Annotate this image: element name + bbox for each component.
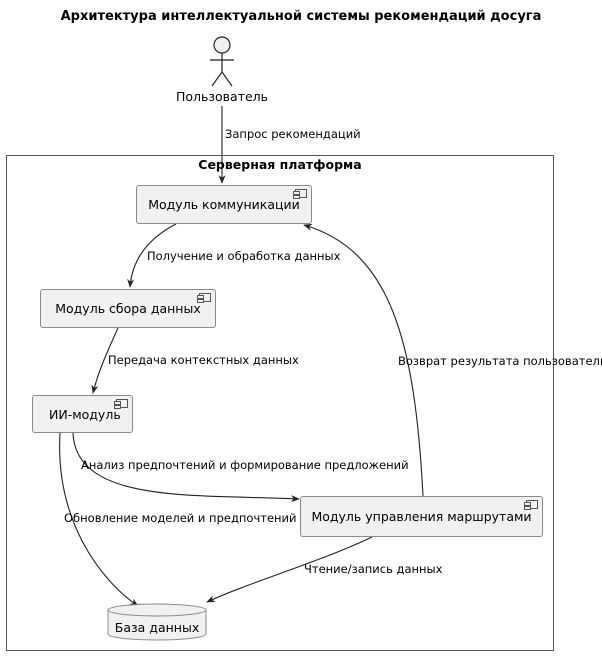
server-platform-title: Серверная платформа	[198, 157, 362, 172]
node-label: Модуль коммуникации	[148, 197, 300, 212]
actor-icon	[210, 36, 234, 87]
component-icon	[114, 399, 128, 409]
node-label: ИИ-модуль	[49, 406, 121, 422]
node-label: Модуль сбора данных	[55, 301, 201, 316]
edge-label-return: Возврат результата пользователю	[398, 354, 602, 368]
node-data-collection-module[interactable]: Модуль сбора данных	[40, 289, 216, 328]
edge-label-analysis: Анализ предпочтений и формирование предл…	[81, 458, 409, 472]
edge-label-request: Запрос рекомендаций	[225, 127, 361, 141]
edge-return	[303, 223, 424, 497]
edge-receive	[127, 223, 177, 288]
component-icon	[524, 500, 538, 510]
edge-context	[91, 327, 119, 394]
edge-label-receive: Получение и обработка данных	[147, 249, 341, 263]
edge-update	[59, 432, 139, 607]
edge-label-readwrite: Чтение/запись данных	[304, 562, 443, 576]
component-icon	[293, 189, 307, 199]
node-label: Модуль управления маршрутами	[311, 509, 532, 524]
edge-analysis	[72, 432, 300, 503]
node-route-management-module[interactable]: Модуль управления маршрутами	[300, 496, 543, 537]
server-platform-frame	[6, 155, 554, 651]
database-label: База данных	[114, 620, 200, 635]
node-ai-module[interactable]: ИИ-модуль	[32, 395, 133, 433]
actor-label: Пользователь	[175, 89, 269, 104]
edge-readwrite	[206, 536, 373, 603]
component-icon	[197, 293, 211, 303]
database-shape	[107, 603, 207, 641]
diagram-title: Архитектура интеллектуальной системы рек…	[60, 9, 542, 24]
edge-label-context: Передача контекстных данных	[108, 353, 299, 367]
node-communication-module[interactable]: Модуль коммуникации	[136, 185, 312, 224]
edge-label-update: Обновление моделей и предпочтений	[64, 511, 297, 525]
